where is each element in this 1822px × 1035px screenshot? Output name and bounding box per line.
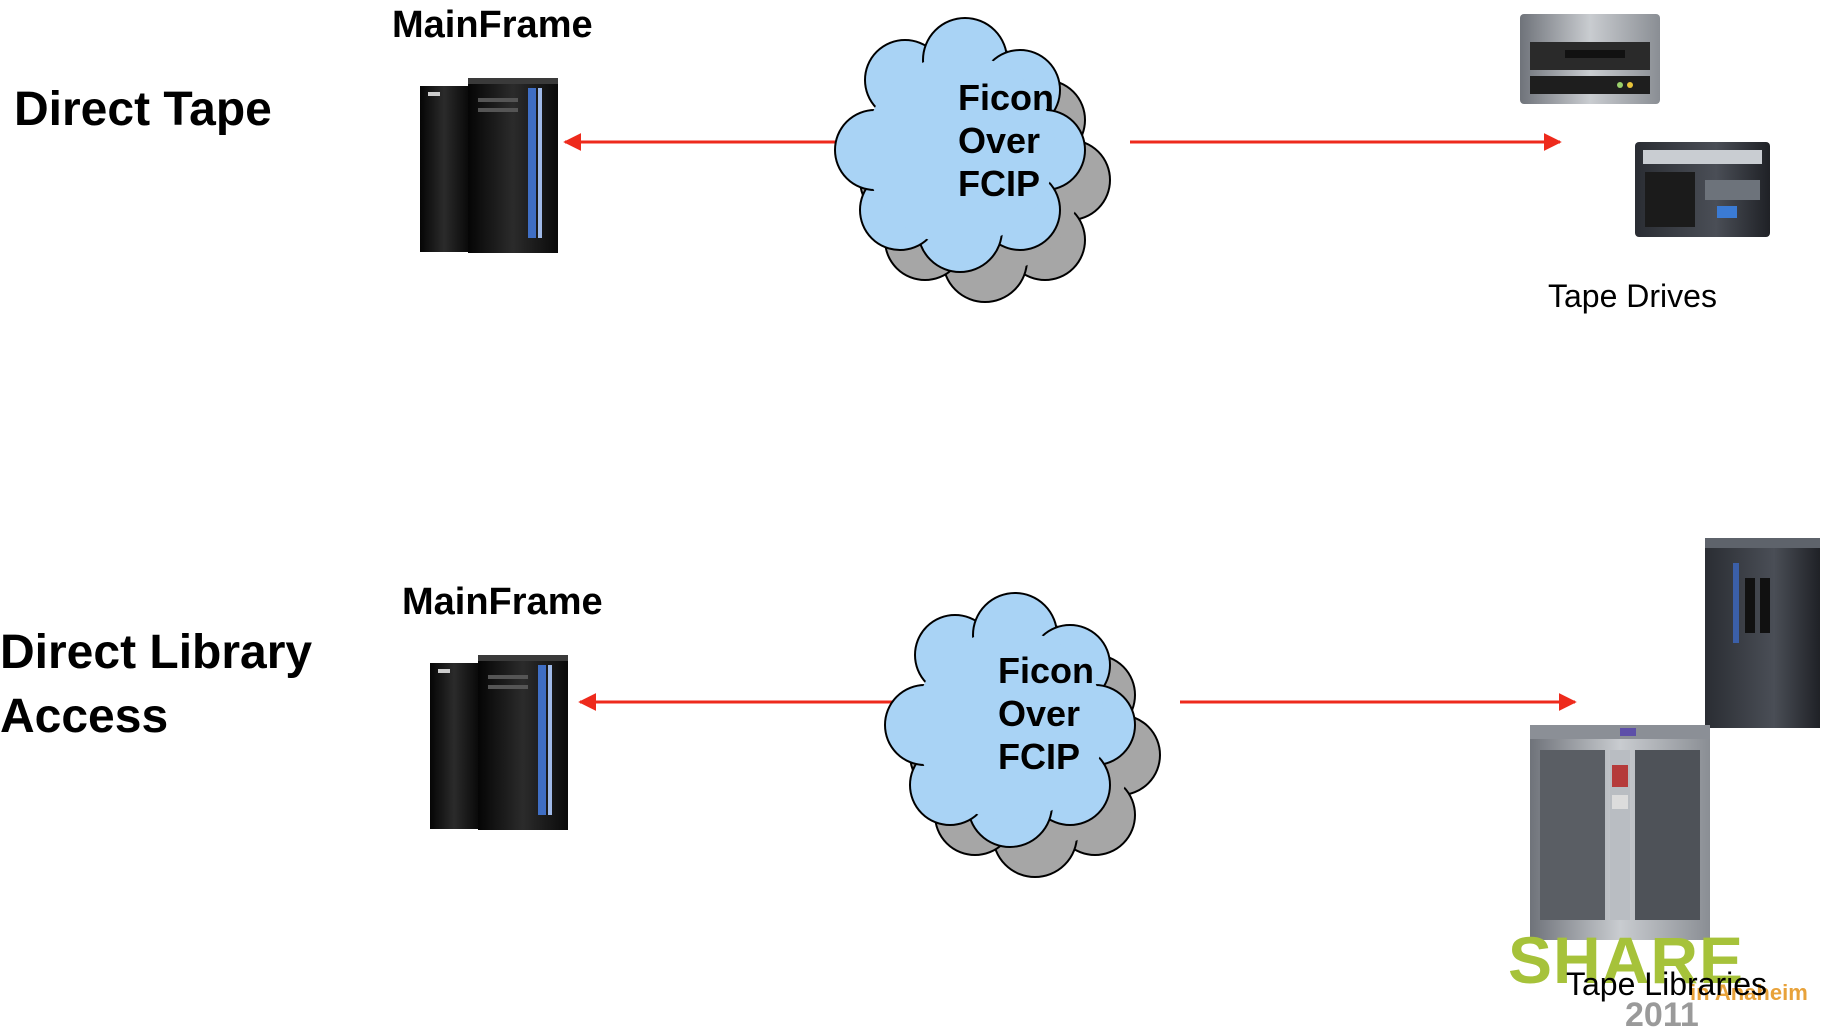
tape-library-icon-2 [1530,725,1710,940]
network-cloud-row2 [884,592,1161,878]
row-label-line: Direct Library [0,626,313,679]
row-label-direct-library-access: Direct Library Access [0,621,312,749]
share-logo-subtext: in Anaheim [1690,980,1808,1005]
cloud-label-row1: Ficon Over FCIP [958,76,1054,205]
share-logo: SHARE [1508,923,1745,997]
tape-libraries-caption: Tape Libraries [1566,966,1767,1002]
mainframe-label-row1: MainFrame [392,4,593,46]
row-label-line: Direct Tape [14,83,272,136]
tape-library-icon-1 [1705,538,1820,728]
cloud-label-line: Over [998,693,1081,734]
cloud-label-line: FCIP [998,736,1081,777]
cloud-label-line: Ficon [958,77,1054,118]
tape-drive-icon-1 [1520,14,1660,104]
mainframe-icon-row1 [420,78,558,253]
tape-drive-icon-2 [1635,142,1770,237]
row-label-line: Access [0,690,169,743]
tape-drives-caption: Tape Drives [1548,278,1717,314]
mainframe-label-row2: MainFrame [402,581,603,623]
cloud-label-line: Ficon [998,650,1094,691]
row-label-direct-tape: Direct Tape [14,78,272,142]
mainframe-icon-row2 [430,655,568,830]
cloud-label-line: FCIP [958,163,1041,204]
cloud-label-line: Over [958,120,1041,161]
network-cloud-row1 [834,17,1111,303]
share-logo-year: 2011 [1625,996,1699,1034]
cloud-label-row2: Ficon Over FCIP [998,649,1094,778]
